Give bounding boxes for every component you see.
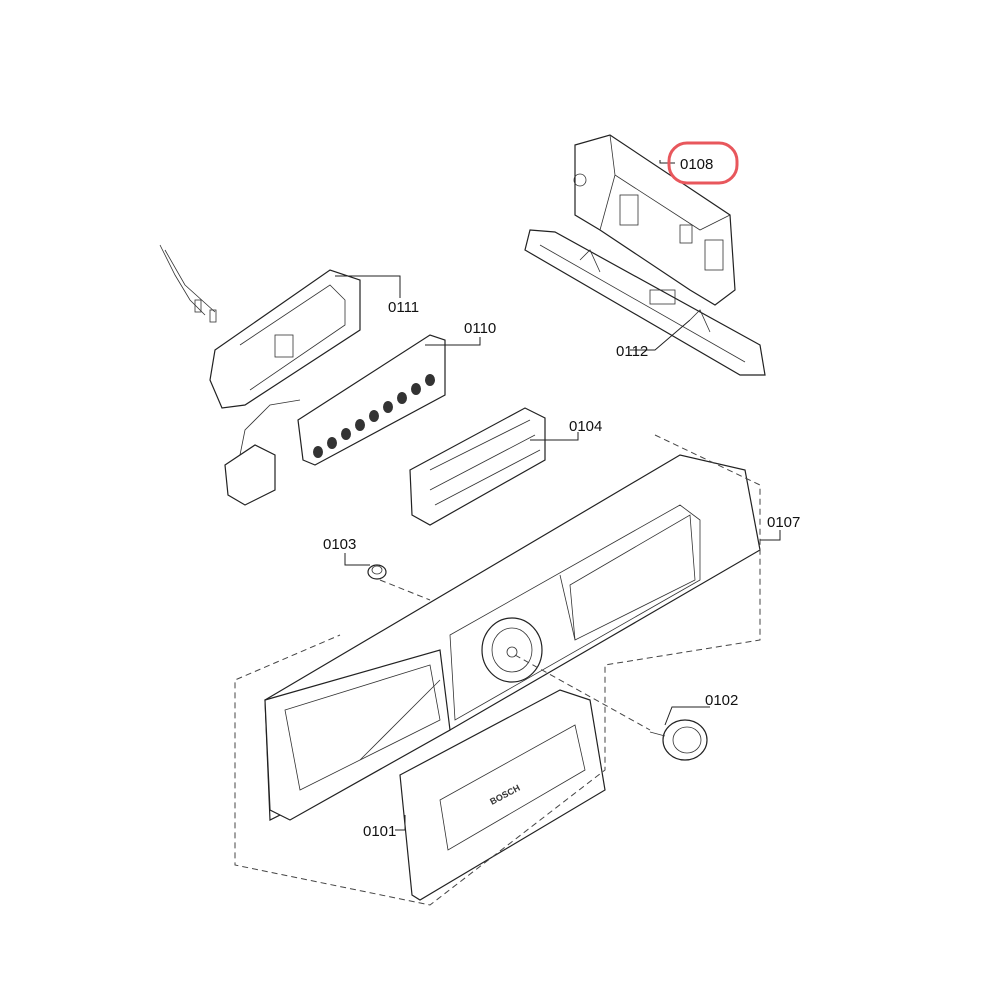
part-0103-button[interactable]: [367, 564, 387, 580]
part-0110-circuit-board[interactable]: [224, 334, 446, 506]
label-0107[interactable]: 0107: [767, 514, 800, 531]
assembly-outline: [234, 434, 761, 906]
label-0112[interactable]: 0112: [616, 343, 648, 360]
label-0103[interactable]: 0103: [323, 536, 356, 553]
label-0104[interactable]: 0104: [569, 418, 602, 435]
label-0110[interactable]: 0110: [464, 320, 496, 337]
label-0108[interactable]: 0108: [680, 156, 713, 173]
pcb-button-icon: [327, 437, 337, 449]
leader-lines: [335, 160, 781, 831]
highlight-ring-0108: [667, 141, 739, 185]
pcb-button-icon: [425, 374, 435, 386]
part-0112-mounting-rail[interactable]: [524, 229, 766, 376]
part-0104-display-board[interactable]: [409, 407, 546, 526]
label-0101[interactable]: 0101: [363, 823, 396, 840]
pcb-button-icon: [369, 410, 379, 422]
part-0108-control-module[interactable]: [573, 134, 736, 306]
pcb-button-icon: [411, 383, 421, 395]
pcb-button-icon: [355, 419, 365, 431]
pcb-button-icon: [313, 446, 323, 458]
label-0102[interactable]: 0102: [705, 692, 738, 709]
part-0101-drawer-front[interactable]: BOSCH: [399, 689, 606, 901]
pcb-button-icon: [383, 401, 393, 413]
pcb-buttons: [313, 374, 435, 458]
label-0111[interactable]: 0111: [388, 299, 419, 316]
pcb-button-icon: [397, 392, 407, 404]
part-0111-panel-housing[interactable]: [159, 244, 361, 409]
part-0107-control-panel-fascia[interactable]: [264, 454, 761, 821]
part-0102-knob[interactable]: [649, 719, 708, 761]
pcb-button-icon: [341, 428, 351, 440]
